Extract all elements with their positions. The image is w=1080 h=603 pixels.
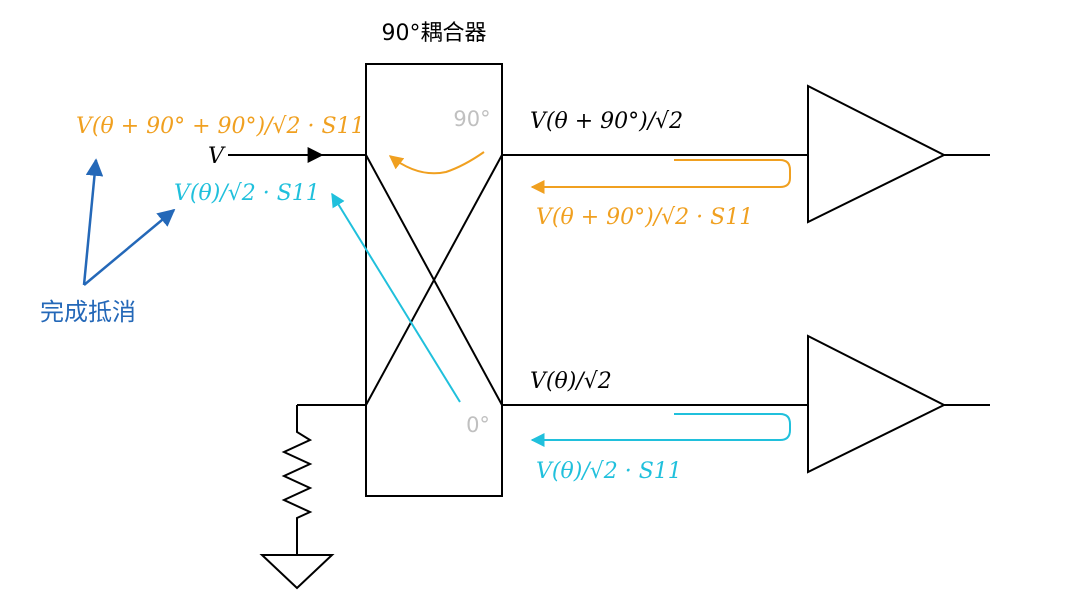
sum-top-label: V(θ + 90° + 90°)/√2 · S11 — [76, 114, 365, 139]
ground-symbol — [259, 554, 335, 590]
reflection-top-arrow — [530, 159, 791, 194]
amplifier-top — [807, 84, 947, 224]
output-top-label: V(θ + 90°)/√2 — [530, 109, 683, 134]
amplifier-bottom — [807, 334, 947, 474]
coupler-cross-line-b — [365, 154, 503, 406]
cancel-arrow-top — [82, 158, 104, 286]
coupler-title: 90°耦合器 — [382, 21, 487, 46]
coupler-orange-arrow — [388, 151, 485, 175]
termination-resistor — [281, 405, 313, 555]
coupler-box — [365, 63, 503, 497]
sum-bottom-label: V(θ)/√2 · S11 — [174, 181, 320, 206]
reflection-top-label: V(θ + 90°)/√2 · S11 — [536, 205, 753, 230]
port-0-label: 0° — [466, 413, 490, 437]
reflection-bottom-label: V(θ)/√2 · S11 — [536, 459, 682, 484]
output-bottom-label: V(θ)/√2 — [530, 369, 612, 394]
port-90-label: 90° — [453, 107, 490, 131]
input-label: V — [208, 144, 226, 169]
cancel-arrow-bottom — [83, 208, 176, 286]
coupler-cyan-arrow — [331, 192, 461, 403]
reflection-bottom-arrow — [530, 413, 791, 447]
cancel-label: 完成抵消 — [40, 298, 136, 326]
